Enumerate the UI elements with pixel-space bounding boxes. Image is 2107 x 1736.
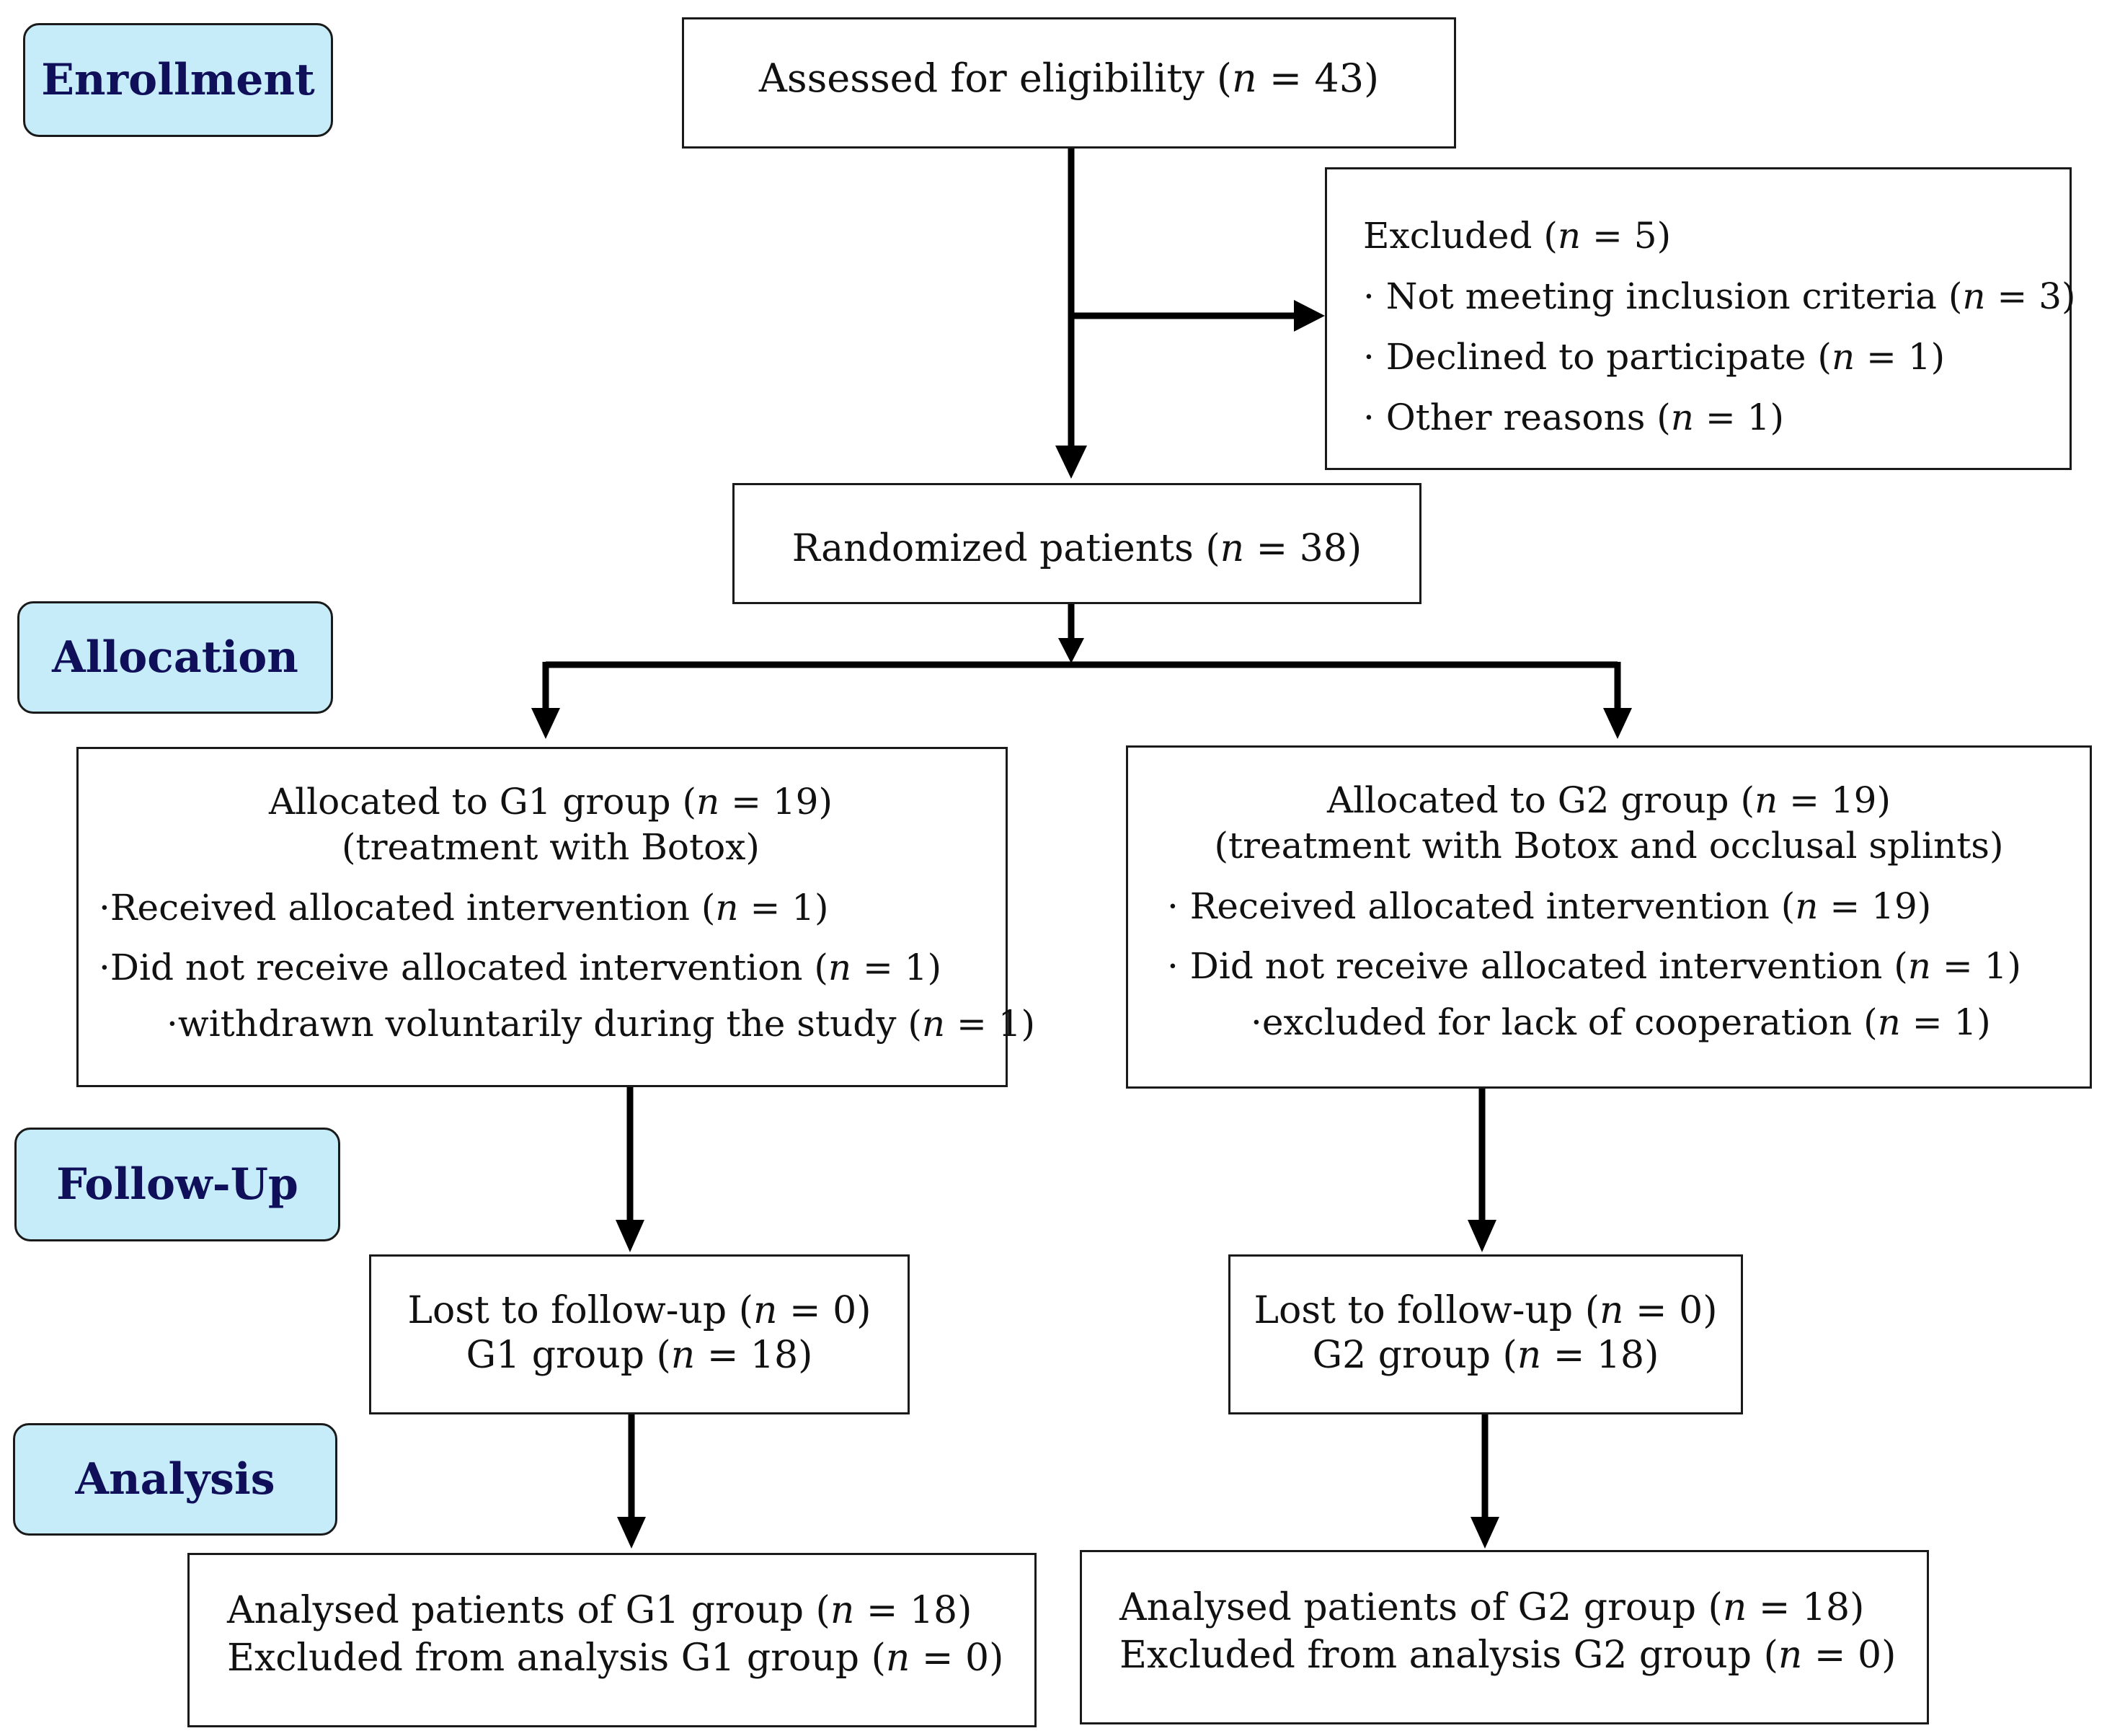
- excluded-item: · Other reasons (n = 1): [1363, 397, 1784, 438]
- g1-received: ·Received allocated intervention (n = 1): [99, 887, 829, 929]
- g1-followup-box: Lost to follow-up (n = 0) G1 group (n = …: [369, 1254, 910, 1414]
- randomized-text: Randomized patients (n = 38): [791, 527, 1362, 570]
- g2-followup-box: Lost to follow-up (n = 0) G2 group (n = …: [1228, 1254, 1743, 1414]
- assessed-box: Assessed for eligibility (n = 43): [682, 17, 1456, 149]
- excluded-item: · Not meeting inclusion criteria (n = 3): [1363, 275, 2076, 317]
- g1-allocation-title: Allocated to G1 group (n = 19): [269, 781, 833, 823]
- assessed-text: Assessed for eligibility (n = 43): [758, 56, 1380, 101]
- excluded-item: · Declined to participate (n = 1): [1363, 336, 1946, 378]
- stage-label-analysis-text: Analysis: [75, 1454, 275, 1505]
- g1-lost-followup: Lost to follow-up (n = 0): [407, 1289, 871, 1332]
- g2-reason: ·excluded for lack of cooperation (n = 1…: [1251, 1001, 1991, 1043]
- stage-label-allocation: Allocation: [17, 601, 333, 714]
- g2-allocation-box: Allocated to G2 group (n = 19) (treatmen…: [1126, 745, 2092, 1089]
- g1-analysis-box: Analysed patients of G1 group (n = 18) E…: [187, 1553, 1037, 1727]
- g2-allocation-title: Allocated to G2 group (n = 19): [1327, 779, 1891, 821]
- stage-label-enrollment-text: Enrollment: [41, 55, 315, 105]
- g1-followup-group: G1 group (n = 18): [466, 1334, 813, 1377]
- g2-excluded-analysis: Excluded from analysis G2 group (n = 0): [1119, 1634, 1897, 1677]
- g2-received: · Received allocated intervention (n = 1…: [1167, 885, 1932, 927]
- stage-label-analysis: Analysis: [13, 1423, 337, 1536]
- g1-reason: ·withdrawn voluntarily during the study …: [167, 1003, 1036, 1045]
- g2-not-received: · Did not receive allocated intervention…: [1167, 944, 2021, 987]
- g2-followup-group: G2 group (n = 18): [1312, 1334, 1659, 1377]
- excluded-box: Excluded (n = 5) · Not meeting inclusion…: [1325, 167, 2076, 470]
- g1-allocation-subtitle: (treatment with Botox): [342, 825, 760, 868]
- g1-excluded-analysis: Excluded from analysis G1 group (n = 0): [227, 1637, 1004, 1680]
- g2-lost-followup: Lost to follow-up (n = 0): [1254, 1289, 1718, 1332]
- g1-allocation-box: Allocated to G1 group (n = 19) (treatmen…: [76, 747, 1036, 1087]
- g2-analysis-box: Analysed patients of G2 group (n = 18) E…: [1080, 1550, 1929, 1724]
- stage-label-followup-text: Follow-Up: [56, 1159, 298, 1210]
- g1-not-received: ·Did not receive allocated intervention …: [99, 946, 942, 988]
- excluded-title: Excluded (n = 5): [1363, 215, 1672, 257]
- g2-allocation-subtitle: (treatment with Botox and occlusal splin…: [1214, 824, 2004, 867]
- stage-label-followup: Follow-Up: [14, 1128, 340, 1241]
- stage-label-enrollment: Enrollment: [23, 23, 333, 137]
- randomized-box: Randomized patients (n = 38): [732, 483, 1421, 604]
- g1-analysed: Analysed patients of G1 group (n = 18): [227, 1589, 972, 1632]
- stage-label-allocation-text: Allocation: [52, 632, 298, 683]
- g2-analysed: Analysed patients of G2 group (n = 18): [1119, 1586, 1865, 1629]
